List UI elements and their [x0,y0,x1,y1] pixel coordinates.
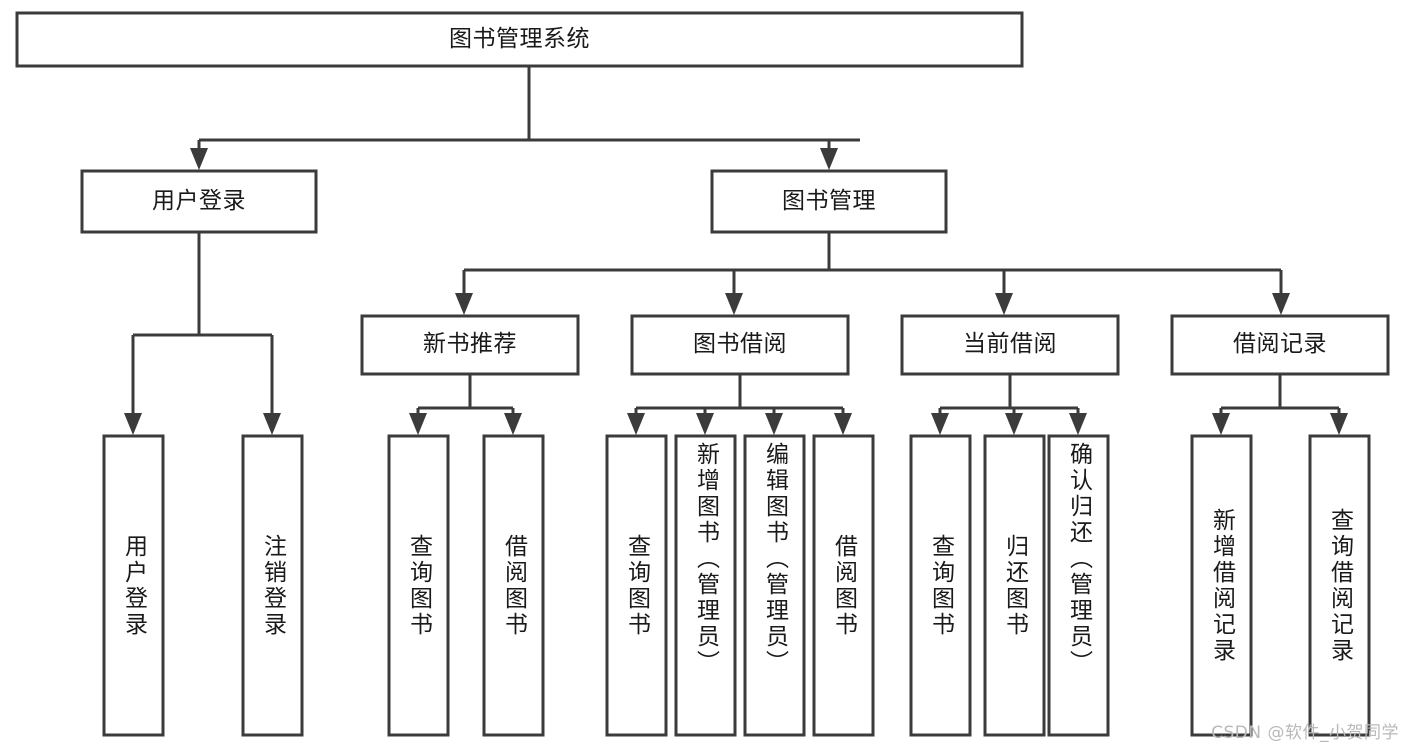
connector-book-management-to-level3 [455,232,1290,315]
connector-new-book-recommend-to-leaves [409,374,522,435]
connector-current-borrow-to-leaves [931,374,1087,435]
connector-user-login-to-leaves [124,232,281,435]
node-box-leaf-add-record[interactable] [1190,434,1253,737]
node-box-leaf-query-book-3[interactable] [909,434,972,737]
node-box-book-management[interactable] [710,169,948,234]
node-box-leaf-query-record[interactable] [1308,434,1371,737]
connector-book-borrow-to-leaves [627,374,852,435]
node-box-leaf-query-book-2[interactable] [605,434,668,737]
node-box-leaf-borrow-book-1[interactable] [482,434,545,737]
node-box-new-book-recommend[interactable] [360,314,580,376]
node-box-leaf-logout[interactable] [241,434,304,737]
node-box-current-borrow[interactable] [900,314,1120,376]
node-box-leaf-query-book-1[interactable] [387,434,450,737]
node-box-leaf-edit-book[interactable] [743,434,806,737]
connector-borrow-record-to-leaves [1212,374,1348,435]
node-box-leaf-borrow-book-2[interactable] [812,434,875,737]
node-box-book-borrow[interactable] [630,314,850,376]
node-box-user-login[interactable] [80,169,318,234]
node-box-leaf-confirm-return[interactable] [1047,434,1110,737]
node-box-borrow-record[interactable] [1170,314,1390,376]
node-box-leaf-user-login[interactable] [102,434,165,737]
connector-root-to-level2 [190,66,860,170]
node-box-leaf-return-book[interactable] [983,434,1046,737]
node-box-root[interactable] [15,11,1024,68]
node-box-leaf-add-book[interactable] [674,434,737,737]
